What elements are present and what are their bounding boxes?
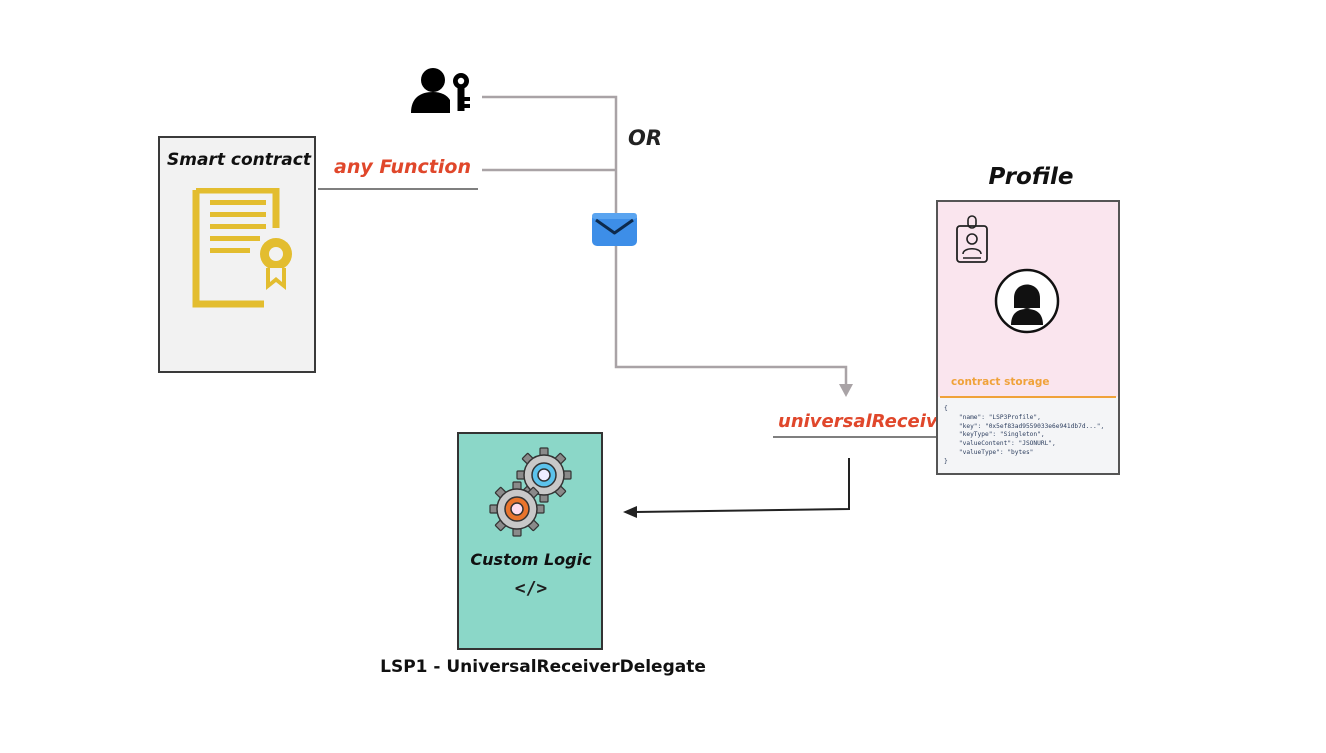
delegate-wire <box>633 458 850 513</box>
contract-storage-label: contract storage <box>951 376 1050 388</box>
universal-receiver-label: universalReceiver <box>778 411 959 432</box>
envelope-icon <box>591 212 639 253</box>
caller-wire <box>482 95 618 215</box>
message-wire-arrowhead <box>839 384 853 397</box>
certificate-icon <box>192 186 296 315</box>
custom-logic-title: Custom Logic <box>470 550 592 569</box>
or-label: OR <box>628 126 663 150</box>
storage-divider <box>940 396 1116 398</box>
id-badge-icon <box>955 215 989 270</box>
delegate-wire-arrowhead <box>623 506 637 518</box>
message-wire <box>614 246 848 392</box>
user-avatar-icon <box>994 268 1060 339</box>
code-icon: </> <box>514 578 548 599</box>
profile-title: Profile <box>988 164 1074 190</box>
storage-json: { "name": "LSP3Profile", "key": "0x5ef83… <box>944 405 1105 465</box>
gears-icon <box>486 447 576 544</box>
any-function-label: any Function <box>334 156 471 178</box>
smart-contract-title: Smart contract <box>167 150 311 170</box>
user-key-icon <box>410 66 474 121</box>
delegate-caption: LSP1 - UniversalReceiverDelegate <box>380 657 706 677</box>
